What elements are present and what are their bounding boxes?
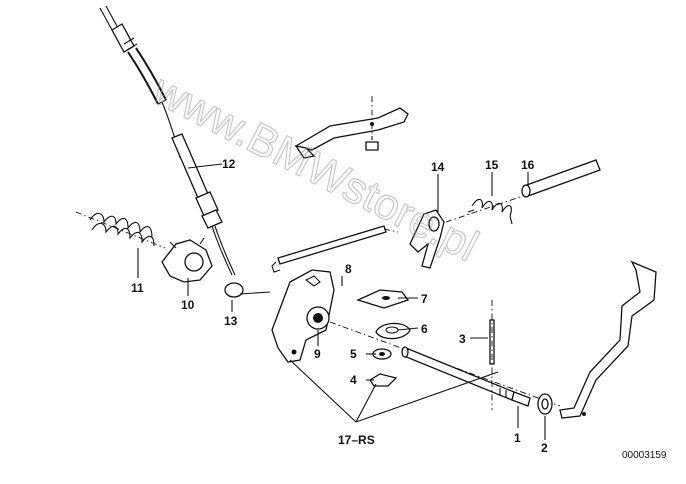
small-parts [356, 289, 411, 387]
label-16: 16 [521, 158, 535, 172]
leader-lines [137, 163, 546, 440]
part-1-shaft [329, 321, 561, 407]
label-14: 14 [431, 160, 445, 174]
label-7: 7 [421, 292, 428, 306]
label-10: 10 [181, 298, 195, 312]
label-15: 15 [485, 158, 499, 172]
top-bracket [294, 96, 409, 159]
label-6: 6 [421, 322, 428, 336]
label-17-rs: 17–RS [338, 433, 375, 447]
part-14-lever [409, 209, 445, 269]
part-2-bushing [537, 393, 553, 415]
part-16-pin [521, 159, 601, 198]
label-11: 11 [131, 281, 144, 295]
label-3: 3 [459, 332, 466, 346]
label-9: 9 [314, 347, 321, 361]
rod-8 [271, 225, 399, 273]
part-9-lever [271, 269, 335, 363]
label-1: 1 [514, 431, 521, 445]
part-labels: 12 11 10 13 9 8 7 6 5 4 3 1 2 14 15 16 1… [131, 157, 548, 455]
right-bracket [559, 260, 657, 419]
label-13: 13 [224, 314, 238, 328]
label-12: 12 [222, 157, 236, 171]
reference-number: 00003159 [622, 450, 667, 461]
cable-assembly [99, 5, 236, 276]
label-8: 8 [345, 262, 352, 276]
label-5: 5 [350, 347, 357, 361]
label-4: 4 [350, 373, 357, 387]
part-10-cam [161, 237, 213, 283]
spring-11 [75, 211, 166, 249]
label-2: 2 [541, 441, 548, 455]
part-13-clip [224, 282, 271, 298]
part-3-pin [489, 300, 495, 410]
